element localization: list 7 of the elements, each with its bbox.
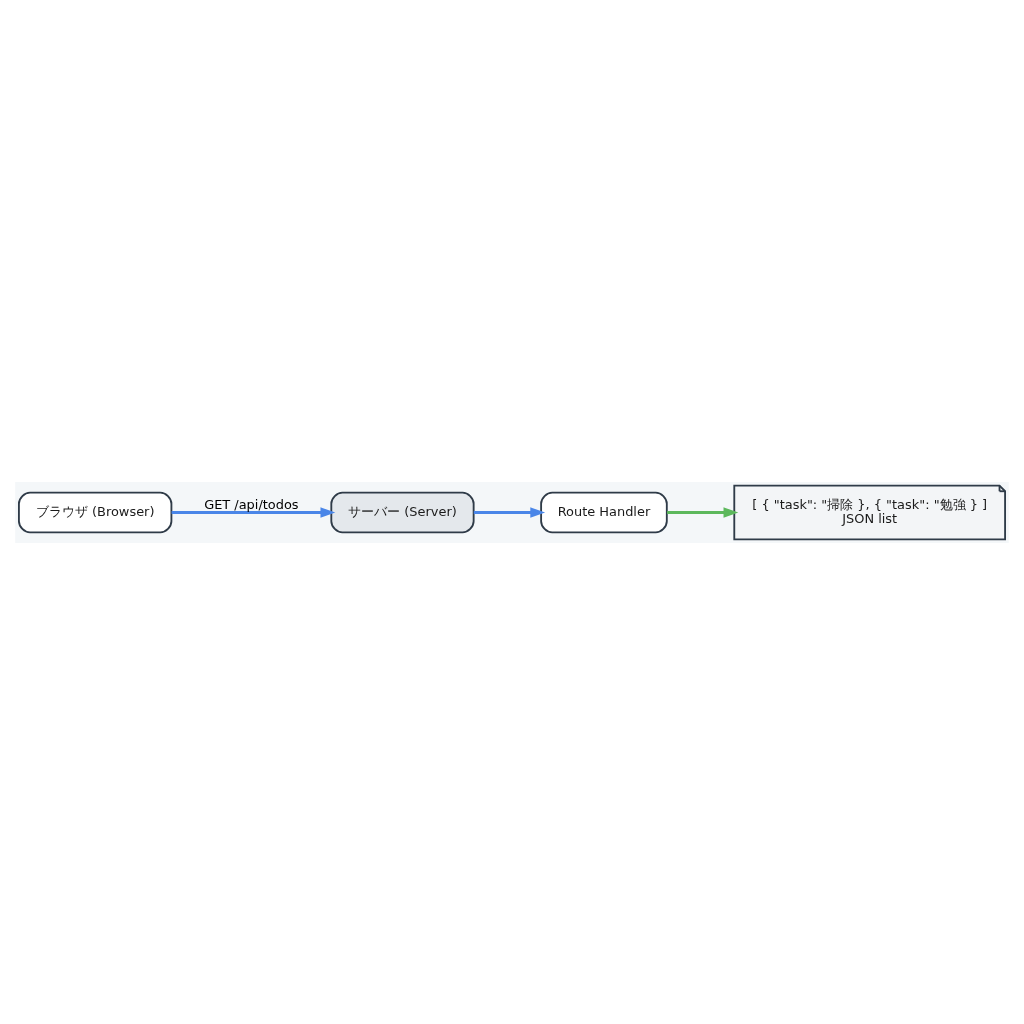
edge-label: GET /api/todos	[204, 496, 299, 512]
arrow	[473, 506, 546, 518]
node-box: サーバー (Server)	[330, 491, 475, 533]
node-box: ブラウザ (Browser)	[18, 491, 173, 533]
arrow	[171, 506, 336, 518]
arrow	[667, 506, 739, 518]
node-box: Route Handler	[540, 491, 668, 533]
